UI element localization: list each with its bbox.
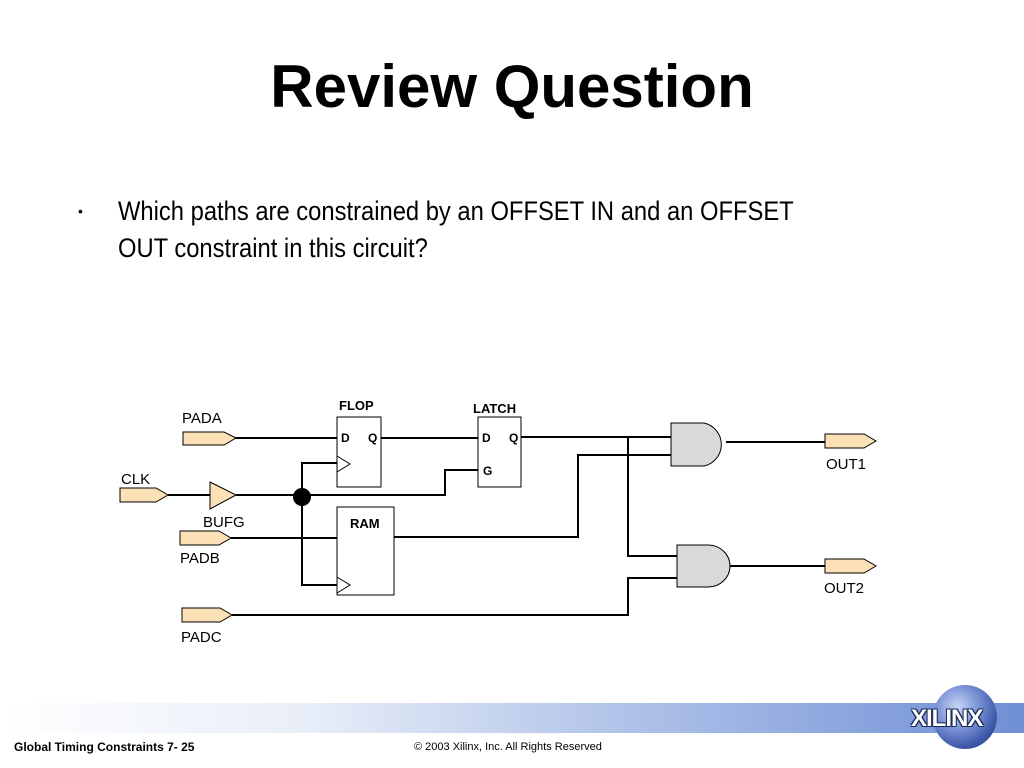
flop-block <box>336 416 382 488</box>
latch-title: LATCH <box>473 401 516 416</box>
footer-copyright: © 2003 Xilinx, Inc. All Rights Reserved <box>414 741 602 753</box>
bullet-text: Which paths are constrained by an OFFSET… <box>118 196 794 263</box>
latch-g-label: G <box>483 464 492 478</box>
flop-q-label: Q <box>368 431 377 445</box>
wire-padc-and2 <box>232 577 677 616</box>
latch-d-label: D <box>482 431 491 445</box>
logo-text: XILINX <box>911 705 983 732</box>
footer-course-label: Global Timing Constraints 7- 25 <box>14 740 195 754</box>
padc-label: PADC <box>181 629 222 646</box>
clock-junction-dot <box>293 488 311 506</box>
out2-label: OUT2 <box>824 580 864 597</box>
xilinx-logo: XILINX <box>905 683 1020 763</box>
padb-pad-icon <box>179 530 232 546</box>
wire-bufg-clock <box>236 469 478 496</box>
and-gate-1-icon <box>670 422 722 467</box>
slide-title: Review Question <box>270 53 754 120</box>
wires <box>168 436 825 616</box>
ram-block <box>336 506 395 596</box>
clk-pad-icon <box>119 487 169 503</box>
flop-clock-triangle-icon <box>336 455 351 473</box>
flop-title: FLOP <box>339 398 374 413</box>
bufg-label: BUFG <box>203 514 245 531</box>
circuit-diagram: PADA CLK BUFG PADB PADC OUT1 OUT2 FLOP D… <box>119 398 877 646</box>
padc-pad-icon <box>181 607 233 623</box>
pada-label: PADA <box>182 410 222 427</box>
out2-pad-icon <box>824 558 877 574</box>
footer-band <box>0 703 1024 733</box>
input-pads <box>119 431 877 623</box>
and-gate-2-icon <box>676 544 731 588</box>
wire-latch-q-and1 <box>521 436 677 557</box>
globe-icon <box>933 685 997 749</box>
flop-d-label: D <box>341 431 350 445</box>
padb-label: PADB <box>180 550 220 567</box>
latch-q-label: Q <box>509 431 518 445</box>
bufg-buffer-icon <box>209 481 238 510</box>
out1-label: OUT1 <box>826 456 866 473</box>
bullet-dot-icon: • <box>78 203 83 219</box>
wire-ram-clock <box>301 495 337 586</box>
pada-pad-icon <box>182 431 238 446</box>
latch-block <box>477 416 522 488</box>
wire-ram-and1 <box>394 454 671 538</box>
clk-label: CLK <box>121 471 150 488</box>
ram-clock-triangle-icon <box>336 576 351 594</box>
wire-flop-clock <box>301 462 337 495</box>
out1-pad-icon <box>824 433 877 449</box>
ram-title: RAM <box>350 516 380 531</box>
